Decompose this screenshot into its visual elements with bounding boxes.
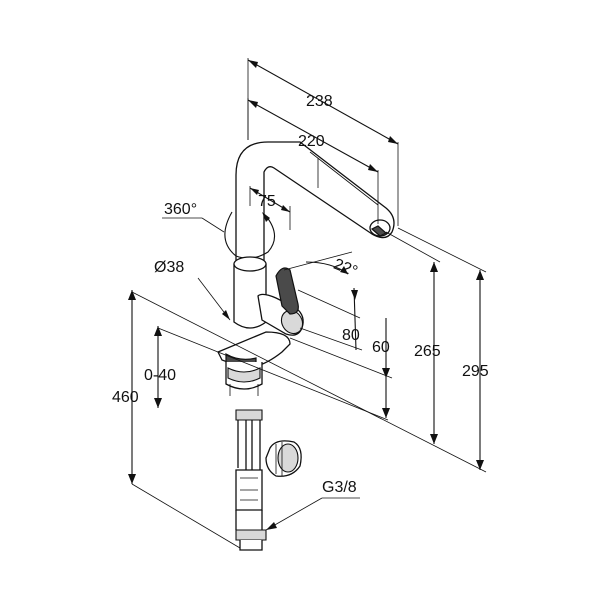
faucet-lower-body <box>233 256 304 336</box>
label-80: 80 <box>342 327 360 344</box>
label-360: 360° <box>164 201 197 218</box>
dim-60 <box>289 318 393 418</box>
dim-265 <box>385 231 441 444</box>
label-295: 295 <box>462 363 489 380</box>
faucet-spout <box>235 141 395 269</box>
label-220: 220 <box>298 133 325 150</box>
fixing-nut <box>265 440 302 477</box>
dim-g38-leader <box>265 497 360 531</box>
label-238: 238 <box>306 93 333 110</box>
dim-220 <box>247 98 379 224</box>
label-22: 22° <box>331 256 360 281</box>
label-38: Ø38 <box>154 259 184 276</box>
dim-360-leader <box>162 217 225 233</box>
dim-75 <box>249 186 291 230</box>
dim-38-leader <box>197 277 231 321</box>
label-460: 460 <box>112 389 139 406</box>
supply-hoses <box>235 409 267 551</box>
dim-0-40 <box>154 326 162 408</box>
label-60: 60 <box>372 339 390 356</box>
label-0-40: 0-40 <box>144 367 176 384</box>
deck-line <box>131 291 487 473</box>
label-75: 75 <box>258 193 276 210</box>
lever-angle-arc <box>283 251 353 275</box>
dim-80 <box>297 287 363 351</box>
label-g38: G3/8 <box>322 479 357 496</box>
dim-295 <box>397 227 487 470</box>
dim-460 <box>128 290 241 549</box>
label-265: 265 <box>414 343 441 360</box>
